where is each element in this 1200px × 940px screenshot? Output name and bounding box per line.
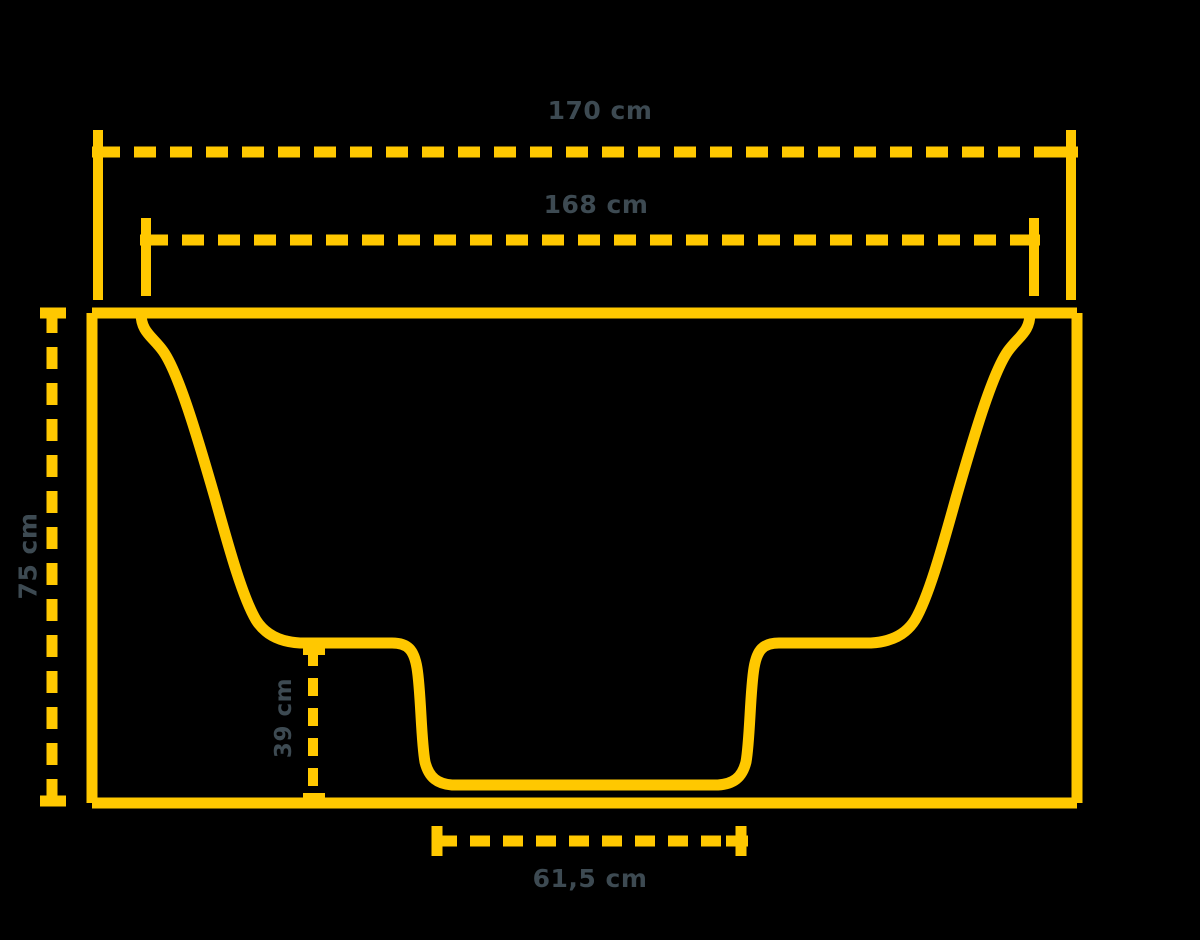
dimension-outer-width [92, 130, 1078, 300]
tub-outer-body [86, 307, 1083, 809]
dimension-label-inner-width: 168 cm [543, 190, 649, 219]
dimension-label-inner-depth: 39 cm [271, 677, 297, 759]
dimension-label-bottom-width: 61,5 cm [532, 864, 648, 893]
dimension-bottom-width [431, 826, 748, 856]
tub-inner-profile [135, 307, 1036, 791]
dimension-inner-depth [303, 645, 325, 803]
dimension-label-height: 75 cm [13, 512, 43, 600]
dimension-height [40, 307, 66, 807]
tub-basin-curve [135, 307, 1036, 791]
dimension-inner-width [140, 218, 1040, 296]
dimension-label-outer-width: 170 cm [547, 96, 653, 125]
